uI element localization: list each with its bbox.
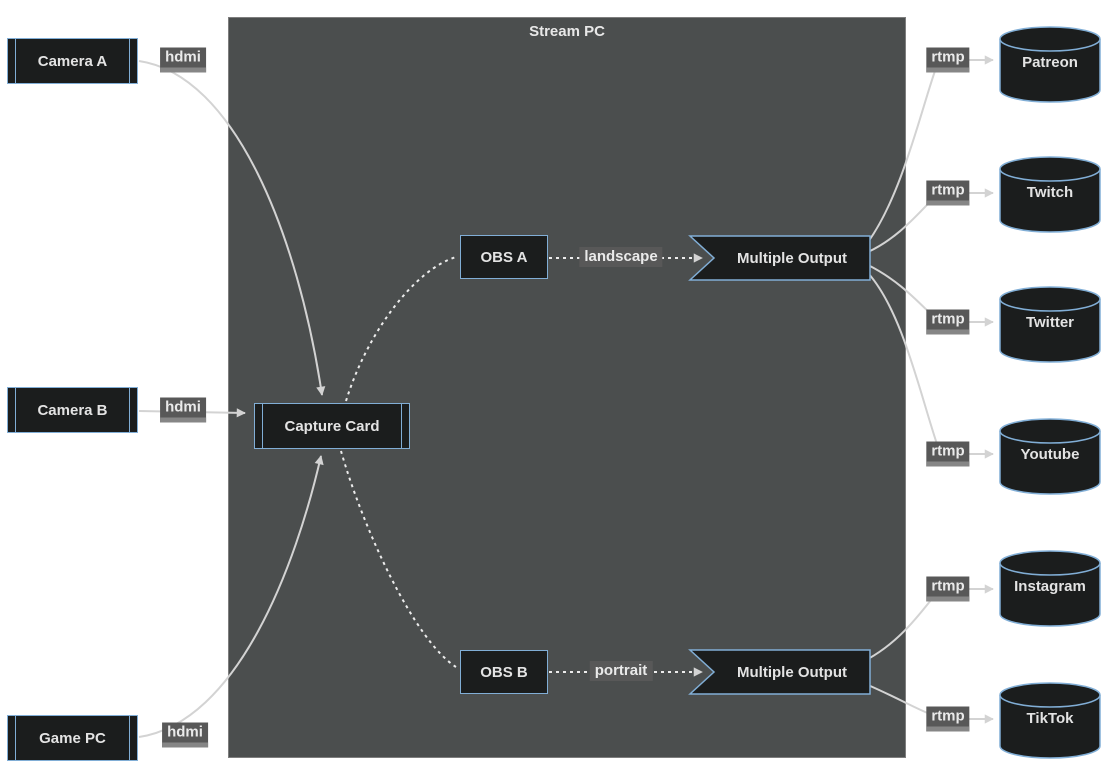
node-obs-b-label: OBS B	[480, 663, 528, 681]
node-twitch-label: Twitch	[1026, 183, 1074, 201]
edge-label-landscape: landscape	[579, 247, 663, 267]
edge-label-rtmp-tiktok: rtmp	[926, 706, 970, 732]
node-instagram-label: Instagram	[1014, 577, 1086, 595]
node-patreon-shape	[999, 26, 1101, 103]
edge-label-rtmp-youtube: rtmp	[926, 441, 970, 467]
edge-capture-card-obs-a	[345, 256, 457, 402]
node-patreon-label: Patreon	[1022, 53, 1078, 71]
edge-camera-a-capture-card	[138, 60, 326, 396]
edge-multiple-output-a-patreon	[867, 67, 937, 243]
node-camera-b-label: Camera B	[37, 401, 108, 419]
node-tiktok-label: TikTok	[1026, 709, 1074, 727]
node-twitter-label: Twitter	[1025, 313, 1075, 331]
edge-game-pc-capture-card	[138, 455, 324, 738]
edge-label-portrait: portrait	[589, 661, 653, 681]
node-camera-b: Camera B	[7, 387, 138, 433]
edge-capture-card-obs-b	[340, 450, 457, 668]
node-youtube-label: Youtube	[1020, 445, 1080, 463]
node-tiktok-shape	[999, 682, 1101, 759]
node-instagram-shape	[999, 550, 1101, 627]
edge-multiple-output-a-twitter	[867, 264, 935, 318]
edge-multiple-output-b-tiktok	[867, 684, 936, 717]
node-youtube-shape	[999, 418, 1101, 495]
edge-label-hdmi-game-pc: hdmi	[162, 722, 208, 748]
node-twitch-shape	[999, 156, 1101, 233]
edge-label-hdmi-camera-a: hdmi	[160, 47, 206, 73]
cluster-title: Stream PC	[529, 23, 605, 40]
node-multiple-output-a-label: Multiple Output	[737, 249, 847, 267]
edge-label-rtmp-twitter: rtmp	[926, 309, 970, 335]
edge-label-hdmi-camera-b: hdmi	[160, 397, 206, 423]
node-obs-b: OBS B	[460, 650, 548, 694]
node-multiple-output-a-shape	[688, 235, 871, 281]
node-obs-a-label: OBS A	[480, 248, 528, 266]
node-camera-a: Camera A	[7, 38, 138, 84]
edge-multiple-output-b-instagram	[867, 594, 936, 660]
node-game-pc: Game PC	[7, 715, 138, 761]
node-game-pc-label: Game PC	[39, 729, 106, 747]
edge-multiple-output-a-youtube	[867, 272, 939, 448]
node-twitter-shape	[999, 286, 1101, 363]
node-obs-a: OBS A	[460, 235, 548, 279]
node-multiple-output-b-label: Multiple Output	[737, 663, 847, 681]
edge-label-rtmp-patreon: rtmp	[926, 47, 970, 73]
edge-label-rtmp-instagram: rtmp	[926, 576, 970, 602]
node-camera-a-label: Camera A	[37, 52, 108, 70]
node-capture-card-label: Capture Card	[284, 417, 380, 435]
node-multiple-output-b-shape	[688, 649, 871, 695]
node-capture-card: Capture Card	[254, 403, 410, 449]
cluster-stream-pc	[228, 17, 906, 758]
edge-label-rtmp-twitch: rtmp	[926, 180, 970, 206]
